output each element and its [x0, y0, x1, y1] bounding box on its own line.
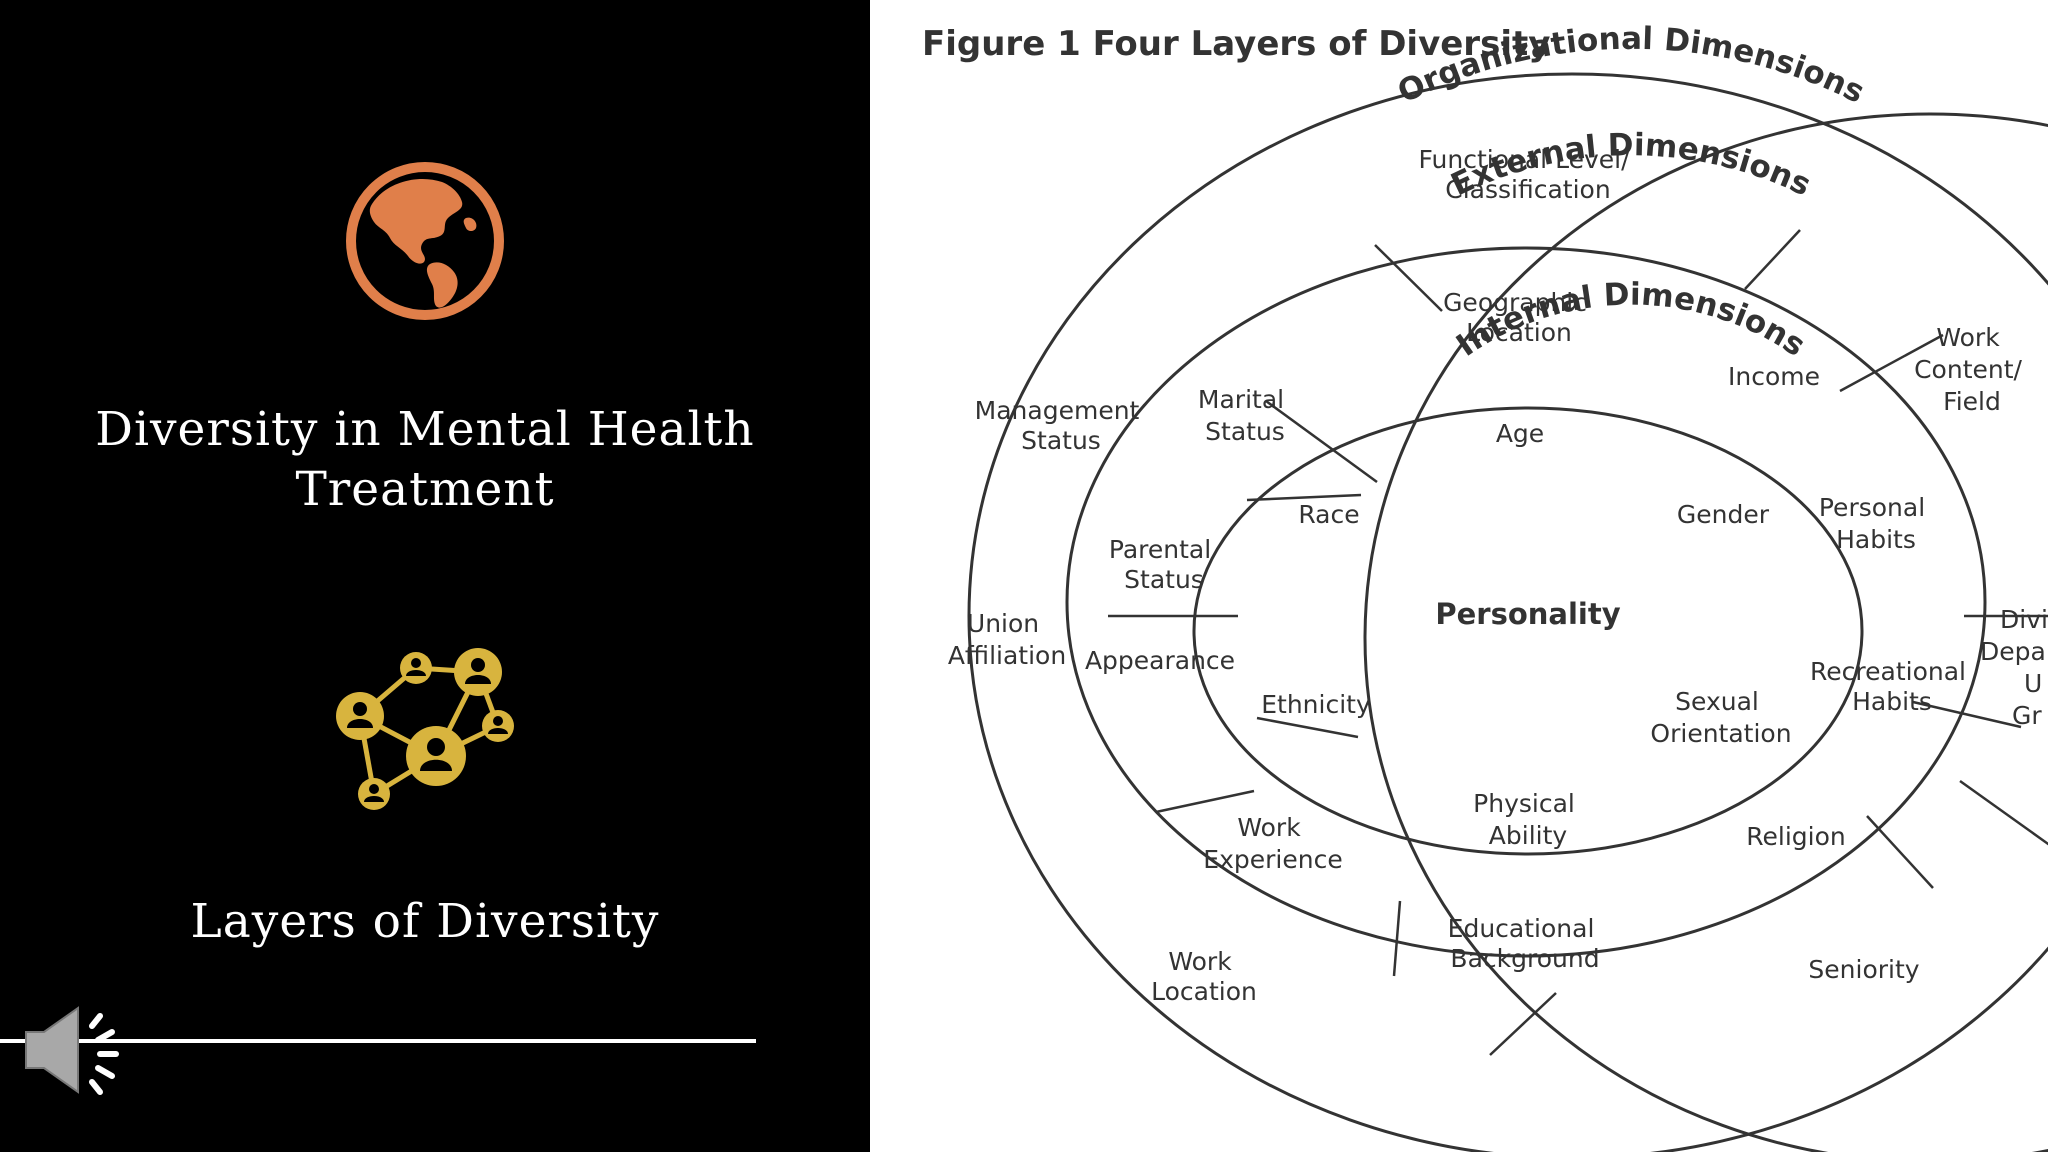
- label-sexual-orientation: Sexual Orientation: [1650, 687, 1791, 748]
- label-work-content: Work Content/ Field: [1914, 323, 2030, 416]
- personality-core: [1192, 406, 1864, 856]
- label-income: Income: [1728, 362, 1820, 391]
- label-personal-habits: Personal Habits: [1819, 493, 1933, 554]
- internal-ring: [1065, 246, 1987, 958]
- label-functional-level: Functional Level/ Classification: [1419, 145, 1638, 204]
- label-seniority: Seniority: [1808, 955, 1919, 984]
- slide-title: Diversity in Mental Health Treatment: [95, 402, 755, 517]
- label-ethnicity: Ethnicity: [1261, 690, 1371, 719]
- personality-label: Personality: [1435, 597, 1620, 631]
- left-panel: Diversity in Mental Health Treatment: [0, 0, 870, 1152]
- speaker-icon[interactable]: [22, 1004, 126, 1100]
- label-work-location: Work Location: [1151, 947, 1257, 1006]
- label-educational-background: Educational Background: [1448, 914, 1603, 973]
- label-recreational-habits: Recreational Habits: [1810, 657, 1974, 716]
- figure-title: Figure 1 Four Layers of Diversity: [922, 24, 1551, 64]
- label-religion: Religion: [1746, 822, 1845, 851]
- organizational-ring: [1363, 112, 2048, 1152]
- label-gender: Gender: [1677, 500, 1770, 529]
- audio-progress-line[interactable]: [0, 1039, 756, 1043]
- label-appearance: Appearance: [1085, 646, 1235, 675]
- label-physical-ability: Physical Ability: [1473, 789, 1583, 850]
- slide-subtitle: Layers of Diversity: [190, 894, 660, 949]
- label-geographic-location: Geographic Location: [1443, 288, 1595, 347]
- organizational-dimensions-title: Organizational Dimensions: [1392, 21, 1870, 111]
- label-division-department: Divi Depa U Gr: [1980, 605, 2048, 730]
- diversity-wheel-diagram: Organizational Dimensions External Dimen…: [948, 21, 2048, 1152]
- label-management-status: Management Status: [975, 396, 1148, 455]
- figure-panel: Figure 1 Four Layers of Diversity: [870, 0, 2048, 1152]
- label-work-experience: Work Experience: [1203, 813, 1342, 874]
- network-people-icon: [336, 648, 514, 810]
- label-parental-status: Parental Status: [1109, 535, 1219, 594]
- globe-americas-icon: [346, 162, 504, 320]
- label-race: Race: [1298, 500, 1359, 529]
- svg-text:Organizational Dimensions: Organizational Dimensions: [1392, 21, 1870, 111]
- external-ring: [967, 72, 2048, 1152]
- label-marital-status: Marital Status: [1198, 385, 1292, 446]
- label-union-affiliation: Union Affiliation: [948, 609, 1066, 670]
- label-age: Age: [1496, 419, 1544, 448]
